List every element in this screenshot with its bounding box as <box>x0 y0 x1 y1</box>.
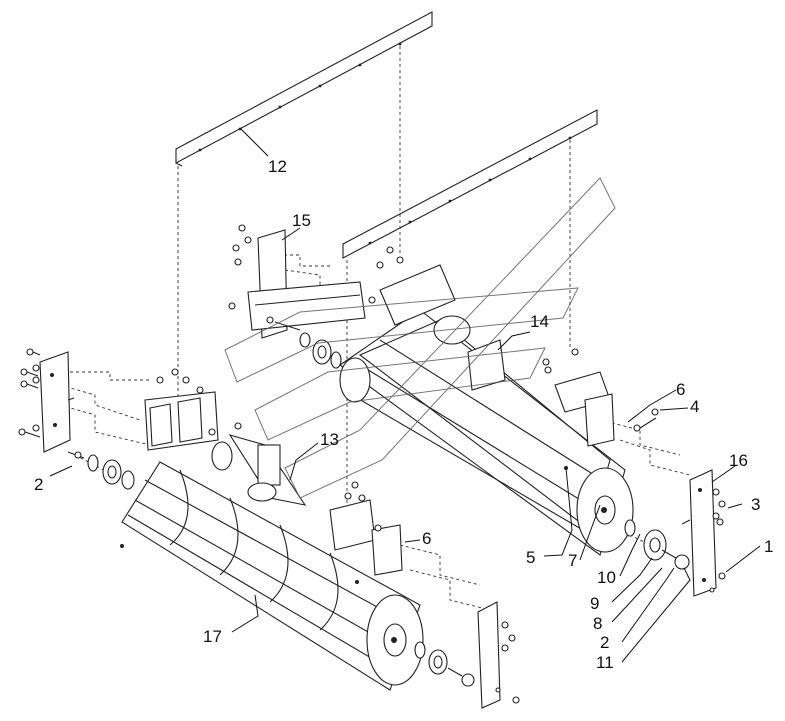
callout-1: 1 <box>764 537 773 556</box>
left-bolts <box>18 348 41 438</box>
callout-labels: 1 2 2 3 4 5 6 6 7 8 9 10 11 12 13 14 15 … <box>34 157 773 672</box>
callout-7: 7 <box>568 551 577 570</box>
callout-6-upper: 6 <box>676 380 685 399</box>
callout-17: 17 <box>203 627 222 646</box>
rear-right-end-plate-16 <box>681 469 726 597</box>
upper-bracket-15 <box>228 224 366 369</box>
center-frame <box>211 339 550 506</box>
callout-16: 16 <box>729 451 748 470</box>
flat-bar-upper <box>175 11 433 167</box>
callout-3: 3 <box>751 495 760 514</box>
callout-12: 12 <box>268 157 287 176</box>
callout-8: 8 <box>593 614 602 633</box>
callout-4: 4 <box>690 397 699 416</box>
callout-14: 14 <box>530 312 549 331</box>
callout-6-lower: 6 <box>422 529 431 548</box>
bar-holes <box>198 42 572 245</box>
front-bracket-assembly <box>329 481 403 576</box>
callout-13: 13 <box>320 430 339 449</box>
front-roller <box>120 461 424 691</box>
callout-11: 11 <box>596 653 614 672</box>
callout-2-right: 2 <box>600 633 609 652</box>
rear-roller <box>339 309 634 556</box>
front-right-end-plate <box>414 601 520 709</box>
callout-10: 10 <box>597 568 616 587</box>
callout-15: 15 <box>292 211 311 230</box>
watermark-logo <box>224 177 616 499</box>
callout-2-left: 2 <box>34 475 43 494</box>
rear-bracket-assembly <box>368 246 659 447</box>
left-bracket-assembly <box>144 368 242 451</box>
callout-5: 5 <box>526 548 535 567</box>
leader-lines <box>49 127 761 663</box>
flat-bar-lower <box>342 109 598 259</box>
callout-9: 9 <box>590 594 599 613</box>
rear-bearing-stack <box>624 519 690 570</box>
left-bearing-stack <box>67 451 135 490</box>
left-end-plate <box>39 351 75 453</box>
